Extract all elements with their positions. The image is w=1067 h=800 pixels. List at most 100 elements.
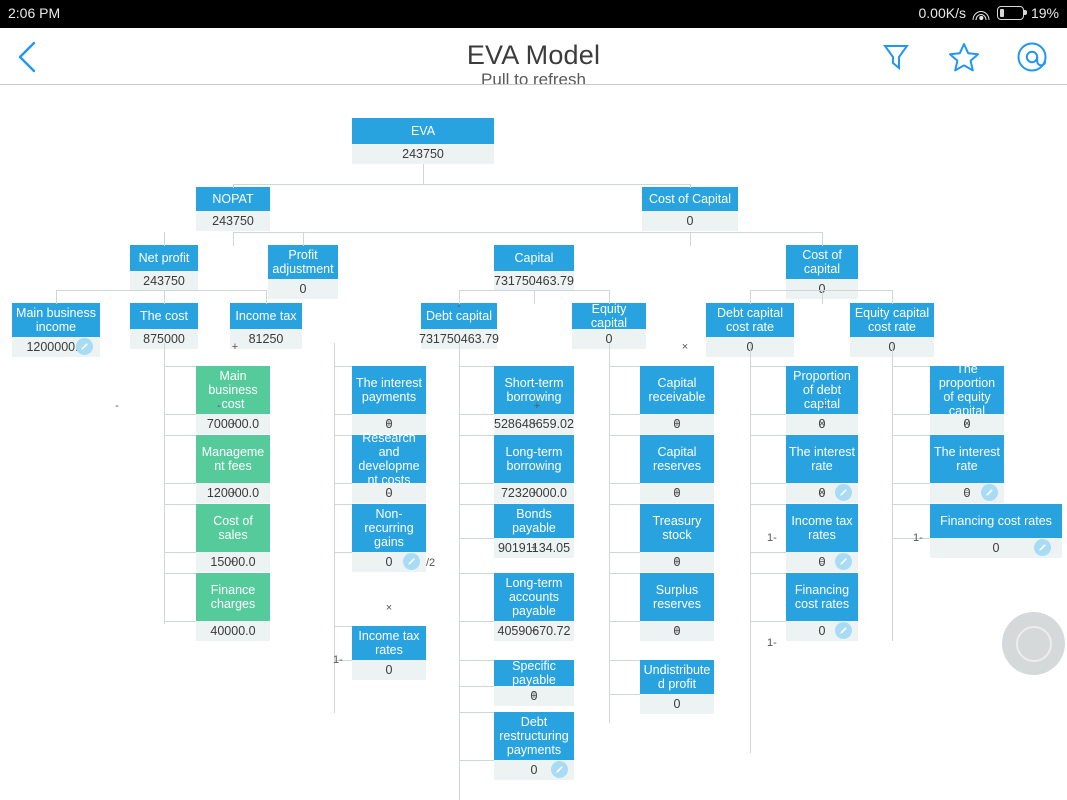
tree-node-value[interactable]: 0: [572, 329, 646, 349]
edit-pencil-icon[interactable]: [550, 761, 568, 778]
tree-node-value[interactable]: 0: [930, 483, 1004, 503]
edit-pencil-icon[interactable]: [75, 338, 93, 355]
tree-node-label: Proportion of debt capital: [786, 366, 858, 414]
tree-node-value[interactable]: 1200000.0: [12, 337, 100, 357]
tree-node-value[interactable]: 0: [640, 694, 714, 714]
operator-symbol: ×: [818, 418, 826, 430]
tree-node-value[interactable]: 731750463.79: [419, 329, 499, 349]
tree-node-value[interactable]: 0: [786, 552, 858, 572]
tree-node-value[interactable]: 243750: [130, 271, 198, 291]
tree-node-value[interactable]: 0: [640, 621, 714, 641]
edit-pencil-icon[interactable]: [403, 553, 421, 570]
tree-node-value[interactable]: 0: [352, 414, 426, 434]
tree-node-value[interactable]: 0: [786, 279, 858, 299]
edit-pencil-icon[interactable]: [835, 553, 853, 570]
tree-node-value[interactable]: 0: [494, 686, 574, 706]
tree-node-value[interactable]: 0: [352, 483, 426, 503]
record-button[interactable]: [1002, 612, 1065, 675]
tree-node-value[interactable]: 0: [786, 414, 858, 434]
tree-node-value[interactable]: 0: [642, 211, 738, 231]
at-icon[interactable]: [1015, 40, 1049, 74]
connector-line: [609, 290, 610, 304]
operator-prefix: 1-: [767, 637, 777, 649]
tree-node-value[interactable]: 243750: [352, 144, 494, 164]
tree-node-value[interactable]: 0: [640, 414, 714, 434]
tree-node-value[interactable]: 0: [930, 414, 1004, 434]
star-icon[interactable]: [947, 40, 981, 74]
edit-pencil-icon[interactable]: [835, 484, 853, 501]
tree-node-value[interactable]: 72320000.0: [494, 483, 574, 503]
edit-pencil-icon[interactable]: [835, 622, 853, 639]
tree-node-value[interactable]: 120000.0: [196, 483, 270, 503]
filter-icon[interactable]: [879, 40, 913, 74]
tree-node-value[interactable]: 700000.0: [196, 414, 270, 434]
tree-node-value[interactable]: 731750463.79: [494, 271, 574, 291]
tree-node-value[interactable]: 0: [352, 660, 426, 680]
tree-node-value[interactable]: 0: [640, 483, 714, 503]
back-chevron-icon[interactable]: [8, 38, 48, 76]
tree-node-value[interactable]: 243750: [196, 211, 270, 231]
tree-node-value[interactable]: 15000.0: [196, 552, 270, 572]
tree-node-value[interactable]: 0: [268, 279, 338, 299]
tree-node-value[interactable]: 81250: [230, 329, 302, 349]
wifi-icon: [972, 7, 990, 20]
tree-node-value[interactable]: 0: [494, 760, 574, 780]
tree-node-value[interactable]: 90191134.05: [494, 538, 574, 558]
operator-suffix: /2: [426, 557, 436, 569]
tree-node-value[interactable]: 528648659.02: [494, 414, 574, 434]
tree-node-value[interactable]: 0: [640, 552, 714, 572]
edit-pencil-icon[interactable]: [1034, 539, 1052, 556]
tree-node-value[interactable]: 0: [786, 483, 858, 503]
connector-line: [459, 712, 494, 713]
tree-node-value[interactable]: 40590670.72: [494, 621, 574, 641]
tree-node-value[interactable]: 0: [930, 538, 1062, 558]
edit-pencil-icon[interactable]: [981, 484, 999, 501]
connector-line: [459, 290, 609, 291]
connector-line: [892, 366, 930, 367]
tree-node-value[interactable]: 0: [786, 621, 858, 641]
tree-node-value[interactable]: 875000: [130, 329, 198, 349]
tree-node-value[interactable]: 40000.0: [196, 621, 270, 641]
tree-node-value[interactable]: 0: [352, 552, 426, 572]
